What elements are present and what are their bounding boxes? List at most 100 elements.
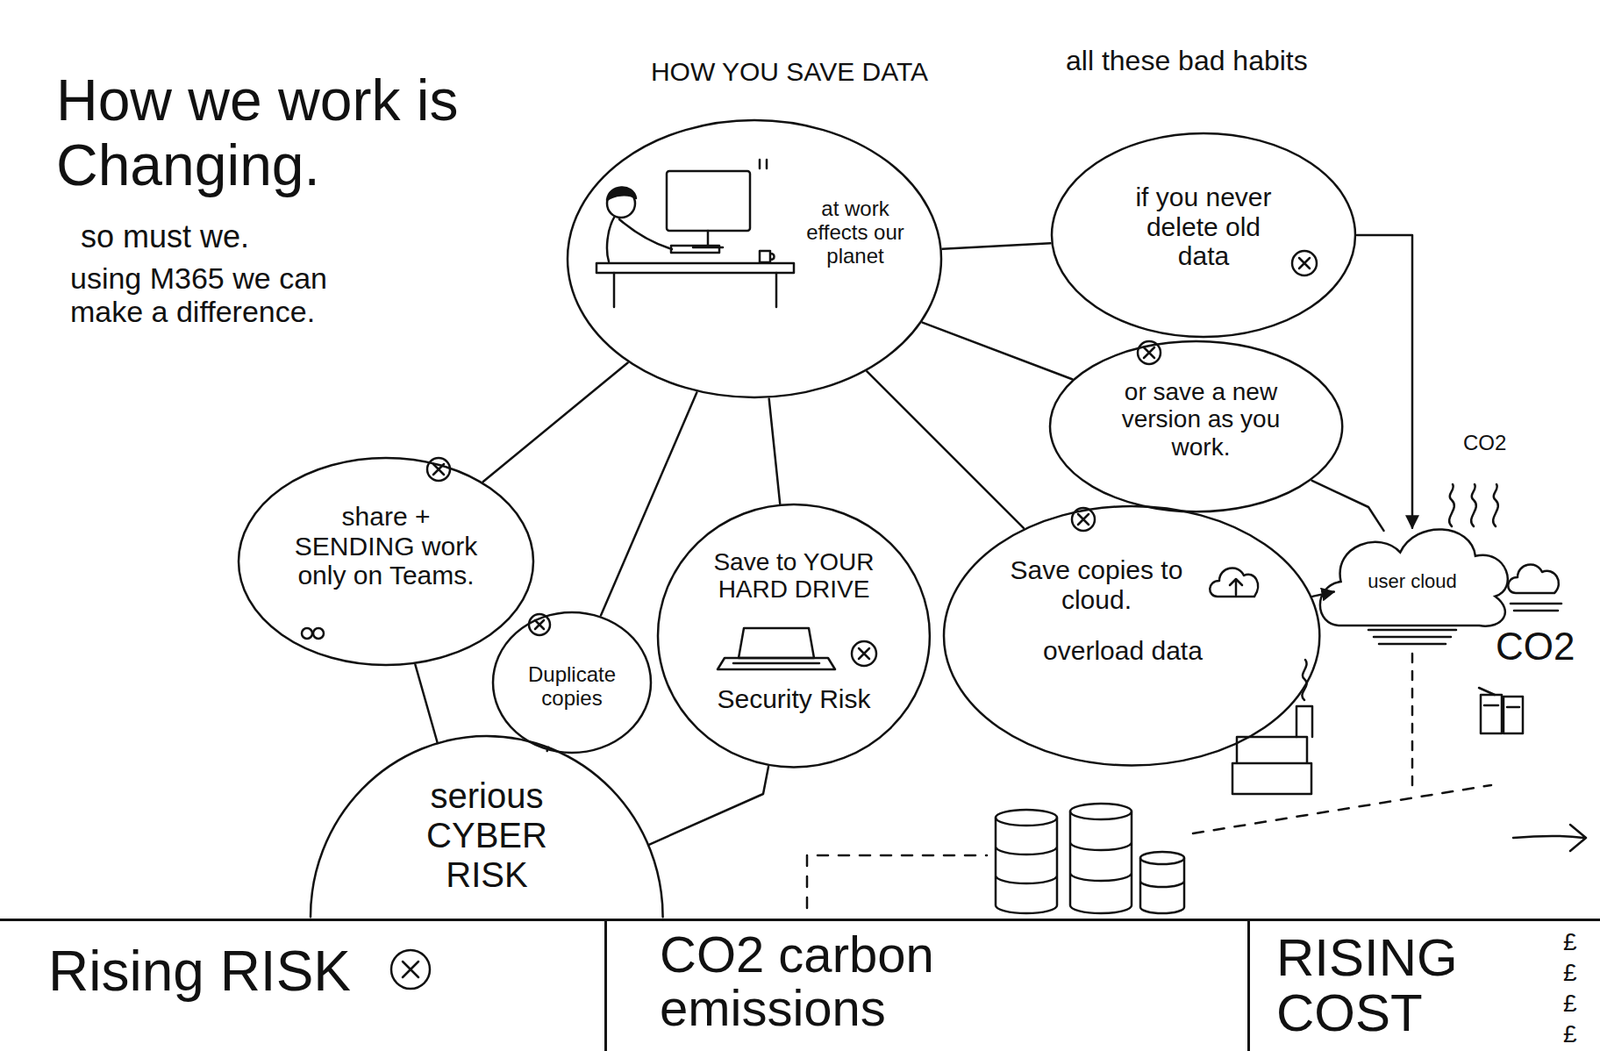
cross-mark — [528, 614, 550, 636]
book — [1503, 696, 1523, 734]
dashed-link — [1192, 785, 1492, 834]
server-body — [1140, 857, 1185, 914]
server-top — [1070, 803, 1132, 820]
cross-circle — [391, 950, 430, 989]
connector-line — [942, 242, 1050, 249]
node-text: Duplicate copies — [514, 663, 629, 711]
server-top — [1140, 851, 1185, 865]
worker-body — [607, 217, 672, 262]
habit-bubble: share + SENDING work only on Teams. — [236, 456, 536, 667]
mug — [759, 250, 775, 263]
upload-arrow — [1229, 578, 1243, 595]
connector-line — [866, 371, 1024, 529]
connector-line — [1312, 480, 1385, 531]
node-text: overload data — [1042, 635, 1203, 666]
cloud-base-lines — [1368, 629, 1457, 644]
bubble-outline — [1051, 133, 1356, 337]
habit-bubble: or save a new version as you work. — [1048, 339, 1344, 514]
cross-circle — [851, 641, 877, 666]
connector-line — [922, 322, 1073, 380]
cross-circle — [528, 614, 550, 636]
cloud-outline — [1320, 529, 1508, 627]
outcome-band: Rising RISK — [0, 918, 608, 1051]
sketch-strokes — [301, 159, 1586, 989]
server-top — [995, 809, 1058, 826]
worker-hair — [607, 186, 636, 200]
habit-bubble: if you never delete old data — [1050, 131, 1358, 339]
outline-group — [567, 120, 942, 398]
desk-legs — [614, 272, 777, 308]
outline-group — [657, 504, 930, 767]
node-text: if you never delete old data — [1120, 182, 1287, 272]
outline-group — [1050, 341, 1343, 512]
bubble-outline — [567, 120, 942, 398]
teams-icon — [301, 628, 324, 639]
trend-arrow — [1513, 824, 1586, 851]
note-label: so must we. — [80, 219, 250, 255]
cross-lines — [402, 961, 419, 978]
outline-group — [310, 735, 664, 917]
books-icon — [1478, 687, 1523, 734]
habit-bubble: Duplicate copies — [491, 610, 653, 755]
habit-bubble: Save copies to cloud. overload data — [942, 504, 1322, 767]
cross-circle — [1292, 250, 1317, 276]
dashed-link — [1411, 653, 1415, 794]
connector-line — [483, 363, 629, 482]
page-title: How we work is Changing. — [56, 68, 548, 199]
note-label: CO2 — [1495, 624, 1575, 668]
cross-circle — [427, 457, 450, 481]
cross-lines — [1078, 514, 1089, 525]
cross-lines — [535, 620, 544, 629]
habit-bubble-outline — [656, 502, 932, 769]
currency-sign: £ — [1563, 1020, 1578, 1048]
currency-sign: £ — [1563, 989, 1578, 1017]
node-text: RISING COST — [1276, 929, 1540, 1041]
factory-blocks — [1232, 736, 1312, 794]
data-habits-circle: HOW YOU SAVE DATAat work effects our pla… — [565, 118, 943, 400]
laptop-keys — [733, 662, 820, 665]
node-text: at work effects our planet — [802, 197, 908, 269]
factory-chimney — [1296, 706, 1313, 737]
node-text: share + SENDING work only on Teams. — [285, 501, 487, 591]
small-cloud — [1507, 564, 1559, 593]
server-body — [1070, 811, 1132, 914]
outline-group — [492, 612, 651, 753]
bubble-outline — [492, 612, 651, 753]
node-text: Security Risk — [716, 684, 871, 715]
laptop-base — [717, 657, 836, 670]
cross-lines — [858, 648, 870, 659]
node-text: user cloud — [1367, 571, 1458, 593]
cross-mark — [851, 641, 877, 666]
node-text: HOW YOU SAVE DATA — [650, 57, 929, 87]
laptop-icon — [717, 628, 836, 670]
small-cloud-lines — [1510, 603, 1562, 611]
bubble-outline — [657, 504, 930, 767]
outline-group — [1051, 133, 1356, 337]
emission-fumes — [1449, 484, 1499, 527]
cross-mark — [1292, 250, 1317, 276]
currency-sign: £ — [1563, 958, 1578, 986]
small-cloud-icon — [1507, 564, 1562, 611]
node-text: Rising RISK — [48, 940, 351, 1002]
upload-cloud — [1209, 567, 1258, 597]
teams-person — [313, 628, 324, 639]
node-text: or save a new version as you work. — [1100, 378, 1302, 461]
node-text: Save to YOUR HARD DRIVE — [706, 548, 882, 604]
data-habits-circle-outline — [565, 118, 943, 400]
arch-outline — [310, 735, 664, 917]
outcome-band: RISING COST — [1250, 918, 1600, 1051]
outline-group — [1320, 529, 1508, 627]
connector-line — [648, 766, 769, 845]
connector-line — [414, 664, 437, 743]
node-text: Save copies to cloud. — [1000, 555, 1193, 615]
server-body — [995, 817, 1058, 914]
cross-lines — [1299, 257, 1310, 269]
note-label: using M365 we can make a difference. — [70, 261, 369, 329]
cloud-shape: user cloud — [1313, 519, 1512, 629]
server-stack — [995, 803, 1185, 914]
habit-bubble: Save to YOUR HARD DRIVE Security Risk — [656, 502, 932, 769]
bubble-outline — [1050, 341, 1343, 512]
connector-line — [1357, 235, 1413, 529]
cross-mark — [427, 457, 450, 481]
